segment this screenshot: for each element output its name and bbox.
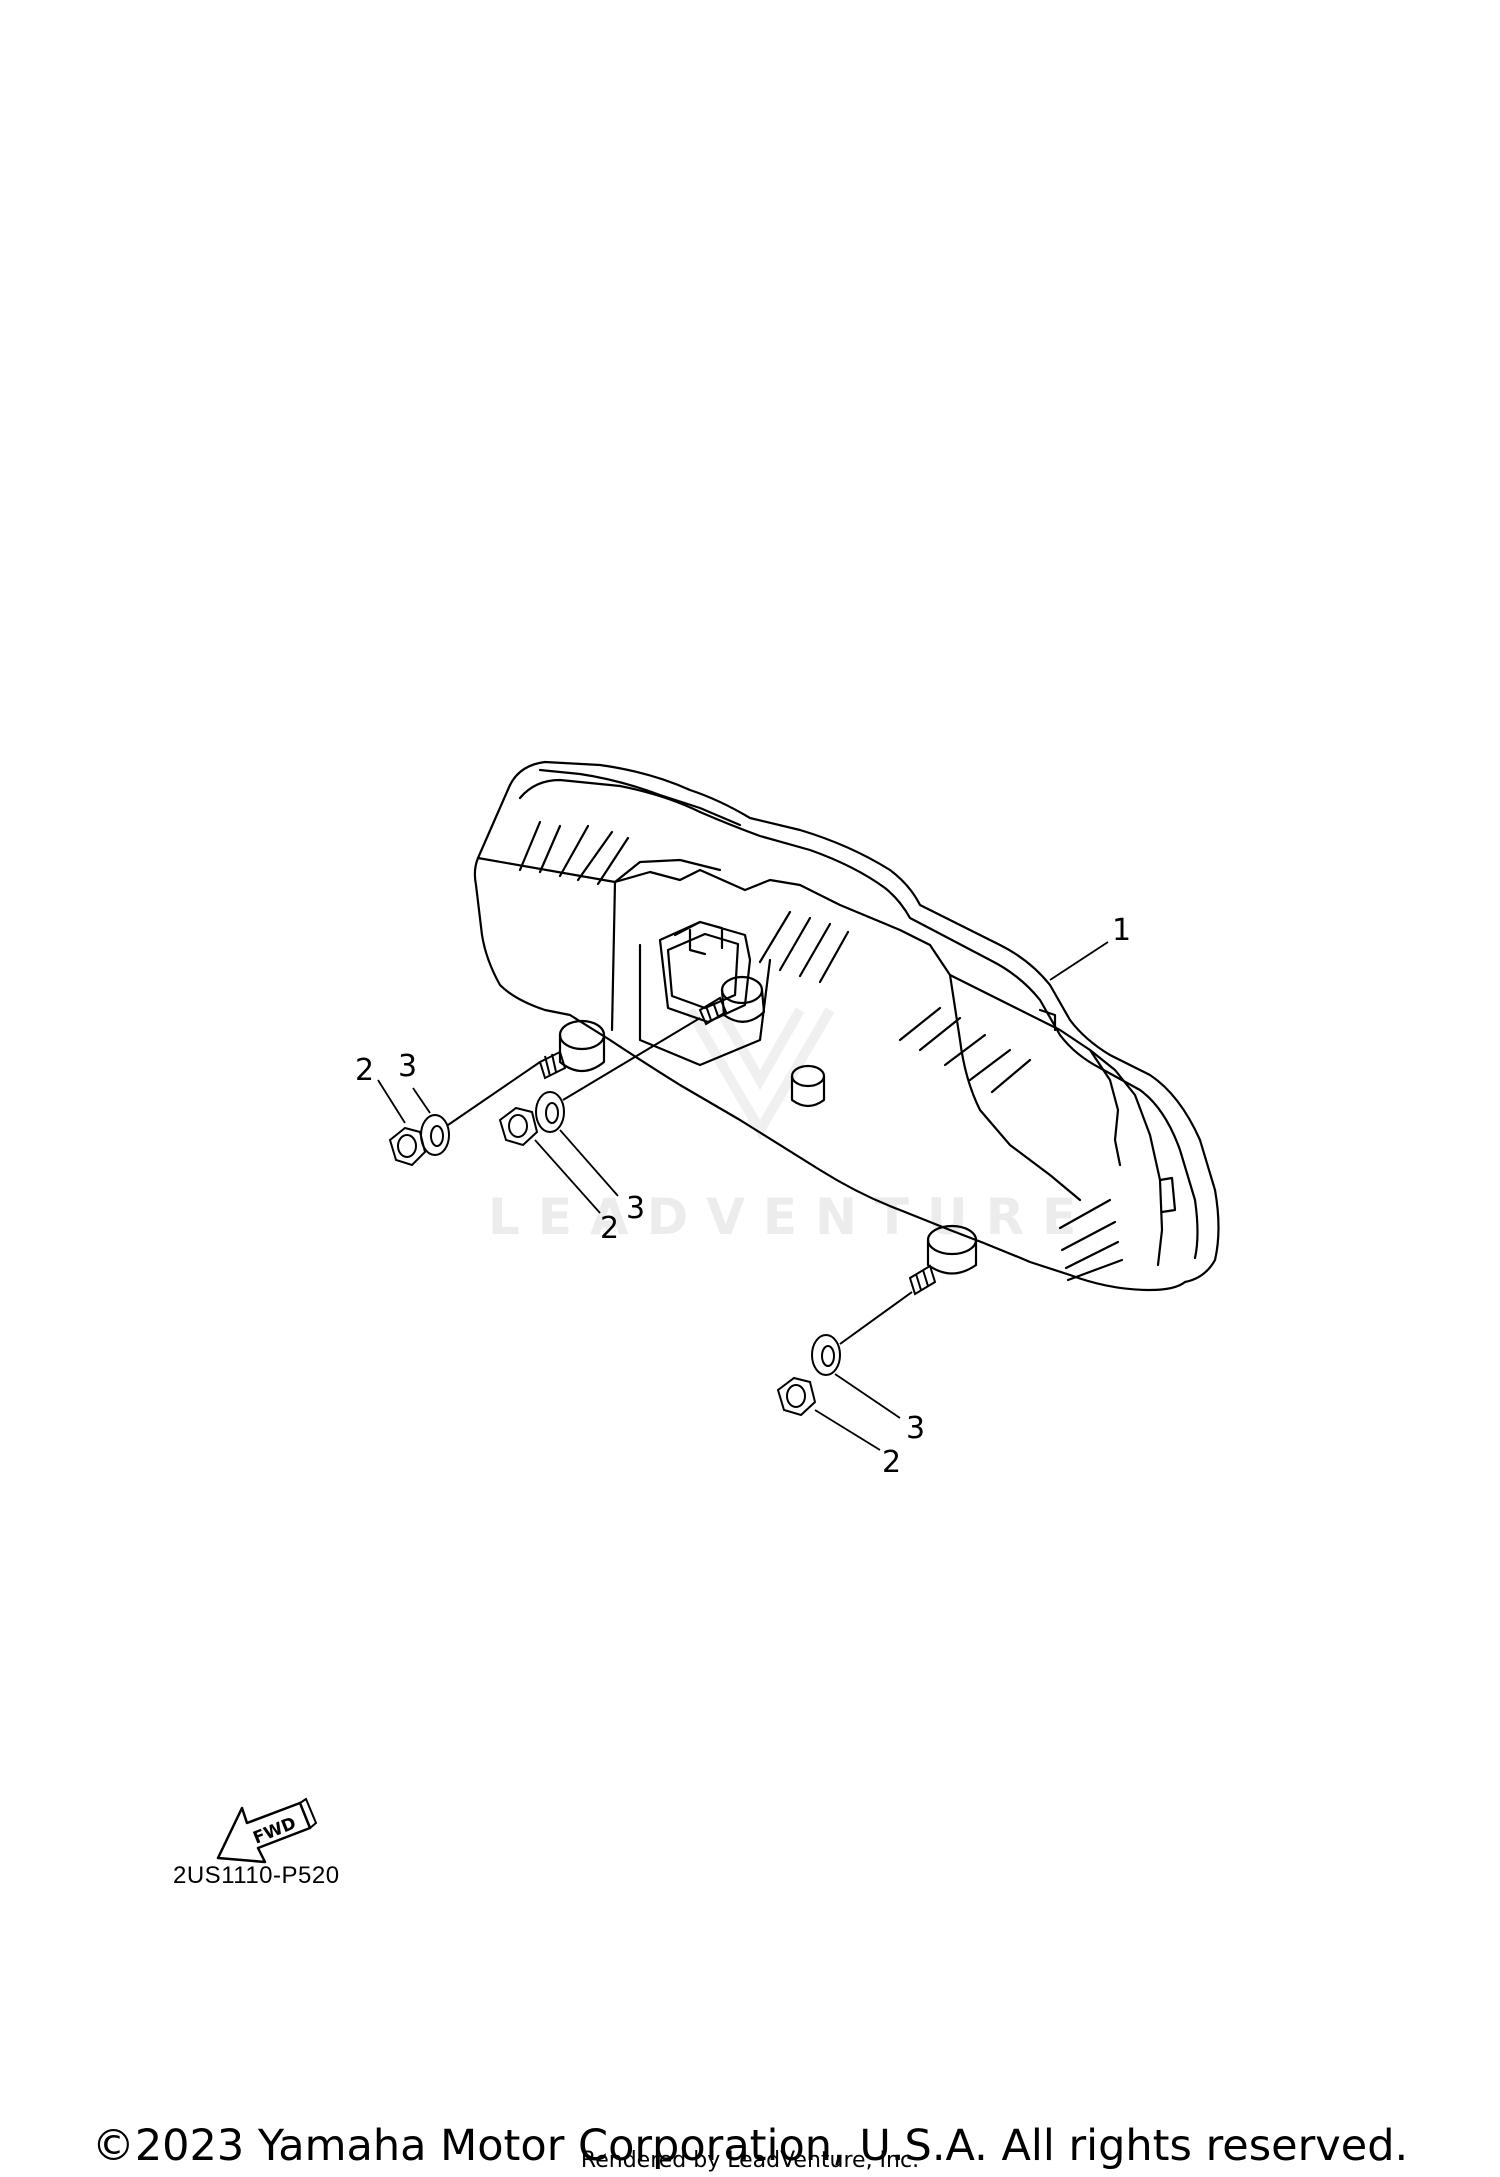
leader-lines: [377, 941, 1109, 1451]
rendered-by-credit: Rendered by LeadVenture, Inc.: [580, 2148, 920, 2173]
callout-2-middle: 2: [600, 1211, 619, 1246]
callout-3-middle: 3: [626, 1191, 645, 1226]
part-code: 2US1110-P520: [173, 1862, 340, 1889]
leadventure-logo-watermark: [685, 1007, 835, 1140]
mounting-studs: [538, 996, 937, 1296]
meter-assembly: [473, 760, 1220, 1292]
callout-1: 1: [1112, 913, 1131, 948]
bottom-fastener-set: [776, 1291, 913, 1417]
callout-3-left: 3: [398, 1049, 417, 1084]
callout-2-bottom: 2: [882, 1445, 901, 1480]
callout-3-bottom: 3: [906, 1411, 925, 1446]
bottom-washer: [811, 1334, 841, 1376]
copyright-notice: ©2023 Yamaha Motor Corporation, U.S.A. A…: [91, 2121, 1409, 2171]
bottom-nut: [776, 1376, 817, 1417]
middle-nut: [498, 1106, 539, 1147]
callout-2-left: 2: [355, 1053, 374, 1088]
middle-fastener-set: [498, 1017, 701, 1147]
left-fastener-set: [388, 1061, 541, 1167]
middle-washer: [535, 1091, 565, 1133]
fwd-arrow-icon: FWD: [216, 1797, 318, 1864]
left-nut: [388, 1126, 427, 1167]
